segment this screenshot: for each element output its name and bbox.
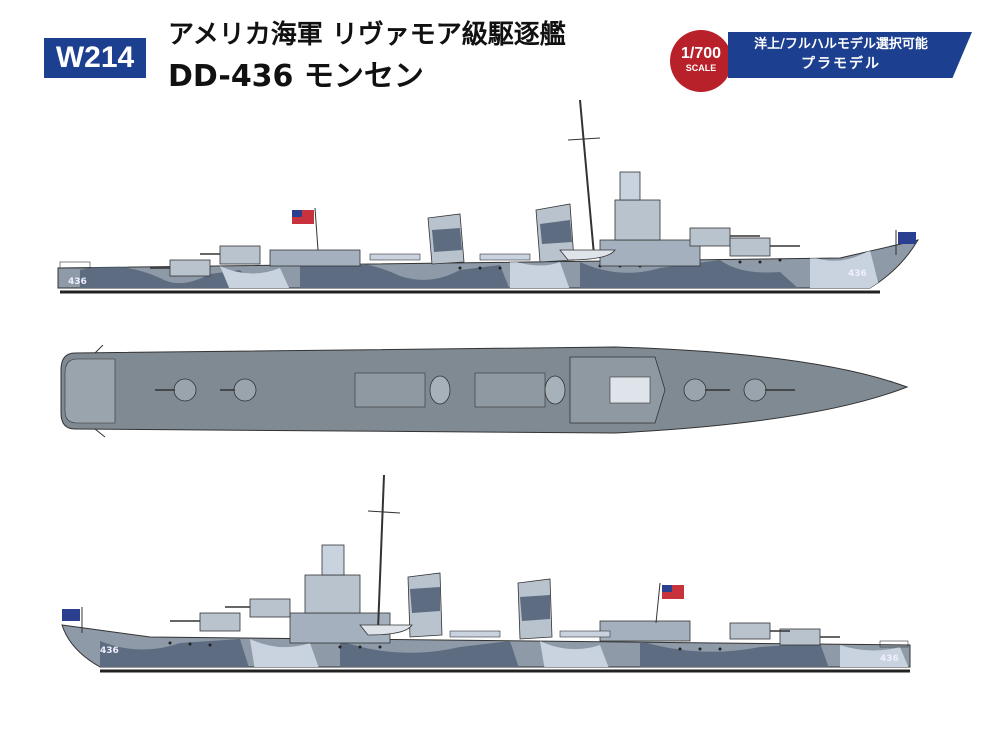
ship-plan-view [60,345,909,438]
title-ship-name: DD-436 モンセン [168,59,424,94]
scale-badge: 1/700 SCALE [670,30,732,92]
scale-value: 1/700 [680,45,722,62]
hull-number-stern: 436 [880,654,899,664]
product-code-badge: W214 [44,38,146,78]
feature-banner: 洋上/フルハルモデル選択可能 プラモデル [728,32,972,78]
scale-caption: SCALE [685,63,717,73]
hull-number-bow: 436 [848,269,867,279]
title-ship-class: アメリカ海軍 リヴァモア級駆逐艦 [168,20,566,50]
hull-number-stern: 436 [68,277,87,287]
feature-hull-option: 洋上/フルハルモデル選択可能 [754,37,928,52]
hull-number-bow: 436 [100,646,119,656]
ship-side-profile-starboard: 436 436 [57,99,920,294]
feature-model-type: プラモデル [801,56,881,72]
ship-side-profile-port: 436 436 [61,474,911,673]
